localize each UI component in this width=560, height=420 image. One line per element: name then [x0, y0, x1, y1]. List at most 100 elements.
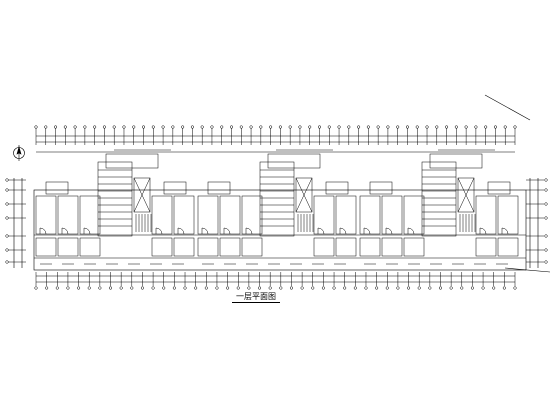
room — [475, 237, 497, 257]
stair-core — [259, 161, 295, 237]
room — [197, 237, 219, 257]
door-arc — [177, 227, 185, 235]
bottom-axis-bubble — [151, 286, 155, 290]
bottom-axis-bubble — [140, 286, 144, 290]
unit-1 — [35, 149, 195, 265]
left-axis-bubble — [5, 234, 9, 238]
bottom-axis-bubble — [204, 286, 208, 290]
room — [335, 195, 357, 235]
bottom-axis-bubble — [183, 286, 187, 290]
left-axis-bubble — [5, 260, 9, 264]
room — [381, 237, 403, 257]
bottom-axis-bubble — [130, 286, 134, 290]
top-axis-bubble — [181, 125, 185, 129]
top-axis-bubble — [347, 125, 351, 129]
top-axis-bubble — [513, 125, 517, 129]
room — [241, 237, 263, 257]
top-axis-bubble — [278, 125, 282, 129]
core-top-block — [105, 153, 159, 169]
top-axis-bubble — [83, 125, 87, 129]
top-axis-bubble — [269, 125, 273, 129]
bottom-axis-bubble — [66, 286, 70, 290]
bottom-axis-bubble — [236, 286, 240, 290]
top-axis-bubble — [249, 125, 253, 129]
bottom-axis-bubble — [375, 286, 379, 290]
room — [241, 195, 263, 235]
top-axis-bubble — [405, 125, 410, 129]
drawing-title: 一层平面图 — [236, 292, 276, 301]
room — [381, 195, 403, 235]
room — [475, 195, 497, 235]
drawing-base-lines — [13, 94, 551, 283]
top-axis-bubble — [171, 125, 175, 129]
top-axis-bubble — [141, 125, 146, 129]
bottom-axis-bubble — [247, 286, 251, 290]
top-axis-bubble — [44, 125, 48, 129]
wing-block — [163, 181, 187, 195]
door-arc — [363, 227, 371, 235]
bottom-axis-bubble — [279, 286, 283, 290]
top-axis-bubble — [229, 125, 234, 129]
top-axis-bubble — [132, 125, 136, 129]
room — [335, 237, 357, 257]
right-axis-bubble — [544, 248, 548, 252]
left-axis-bubble — [5, 202, 9, 206]
room — [403, 195, 425, 235]
top-axis-bubble — [34, 125, 38, 129]
bottom-axis-bubble — [513, 286, 517, 290]
top-axis-bubble — [415, 125, 419, 129]
door-arc — [407, 227, 415, 235]
bottom-axis-bubble — [321, 286, 325, 290]
top-axis-bubble — [259, 125, 263, 129]
bottom-axis-bubble — [45, 286, 49, 290]
room — [403, 237, 425, 257]
stair-core — [97, 161, 133, 237]
top-axis-bubble — [200, 125, 204, 129]
bottom-axis-bubble — [77, 286, 81, 290]
bottom-axis-bubble — [162, 286, 166, 290]
top-axis-bubble — [425, 125, 429, 129]
top-axis-bubble — [503, 125, 507, 129]
door-arc — [223, 227, 231, 235]
right-axis-bubble — [544, 178, 548, 182]
elevator-x — [295, 177, 313, 213]
bottom-axis-bubble — [311, 286, 315, 290]
elevator-shaft — [295, 177, 313, 213]
bottom-axis-bubble — [438, 286, 443, 290]
room — [151, 237, 173, 257]
wing-block — [45, 181, 69, 195]
top-axis-bubble — [337, 125, 341, 129]
wing-block — [207, 181, 231, 195]
top-axis-bubble — [493, 125, 497, 129]
door-arc — [245, 227, 253, 235]
room — [219, 195, 241, 235]
leader-line — [484, 94, 531, 121]
right-axis-bubble — [544, 188, 548, 192]
bottom-axis-bubble — [268, 286, 272, 290]
room — [57, 237, 79, 257]
room — [497, 195, 519, 235]
top-axis-bubble — [112, 125, 116, 129]
top-axis-bubble — [464, 125, 468, 129]
door-arc — [83, 227, 91, 235]
drawing-title-underline — [232, 302, 280, 303]
bottom-axis-bubble — [194, 286, 198, 290]
top-axis-bubble — [396, 125, 400, 129]
bottom-axis-bubble — [172, 286, 176, 290]
door-arc — [201, 227, 209, 235]
room — [79, 237, 101, 257]
room — [313, 195, 335, 235]
door-arc — [479, 227, 487, 235]
top-axis-bubble — [435, 125, 439, 129]
bottom-axis-bubble — [55, 286, 59, 290]
room — [359, 195, 381, 235]
room — [219, 237, 241, 257]
core-top-block — [267, 153, 321, 169]
bottom-axis-bubble — [108, 286, 113, 290]
room — [359, 237, 381, 257]
bottom-axis-bubble — [428, 286, 432, 290]
top-axis-bubble — [474, 125, 478, 129]
top-axis-bubble — [122, 125, 126, 129]
top-axis-bubble — [288, 125, 292, 129]
leader-line — [504, 267, 551, 273]
